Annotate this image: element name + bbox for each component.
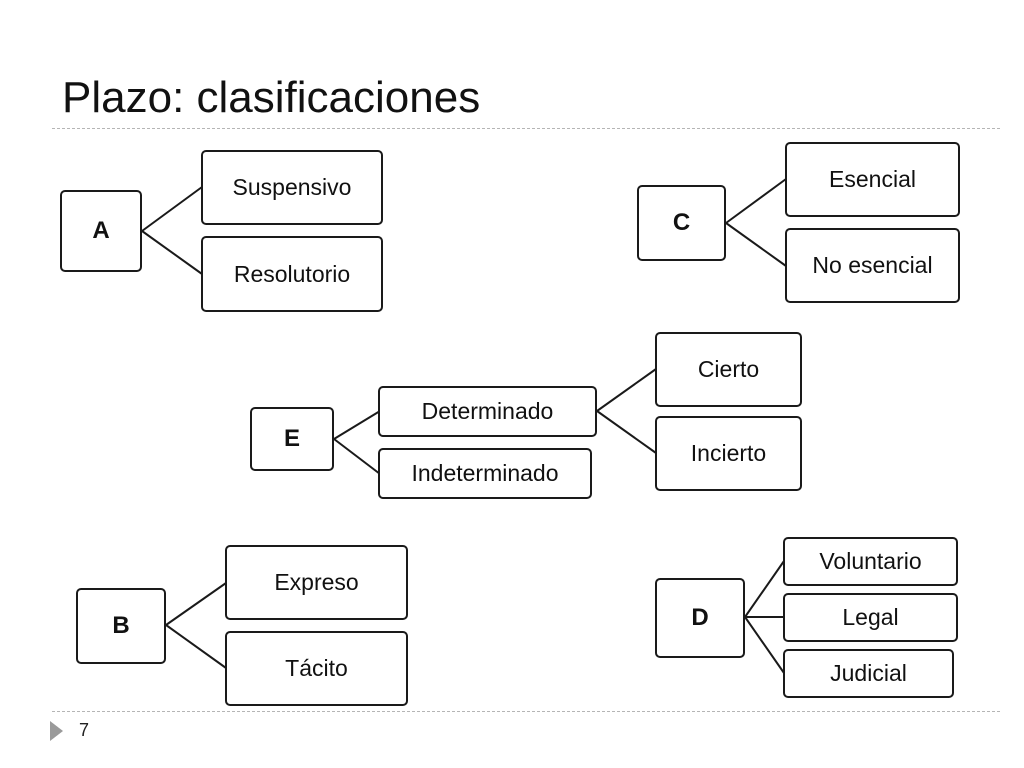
node-legal: Legal [783,593,958,642]
page-number: 7 [79,720,90,740]
node-voluntario: Voluntario [783,537,958,586]
node-e: E [250,407,334,471]
node-esencial: Esencial [785,142,960,217]
node-b: B [76,588,166,664]
node-judicial: Judicial [783,649,954,698]
bottom-divider [52,711,1000,712]
node-incierto: Incierto [655,416,802,491]
node-c: C [637,185,726,261]
node-a: A [60,190,142,272]
node-resolutorio: Resolutorio [201,236,383,312]
slide-arrow-icon [50,721,63,741]
slide-title: Plazo: clasificaciones [62,73,481,122]
node-determinado: Determinado [378,386,597,437]
node-expreso: Expreso [225,545,408,620]
node-no-esencial: No esencial [785,228,960,303]
node-cierto: Cierto [655,332,802,407]
node-indeterminado: Indeterminado [378,448,592,499]
node-tacito: Tácito [225,631,408,706]
top-divider [52,128,1000,129]
node-suspensivo: Suspensivo [201,150,383,225]
node-d: D [655,578,745,658]
